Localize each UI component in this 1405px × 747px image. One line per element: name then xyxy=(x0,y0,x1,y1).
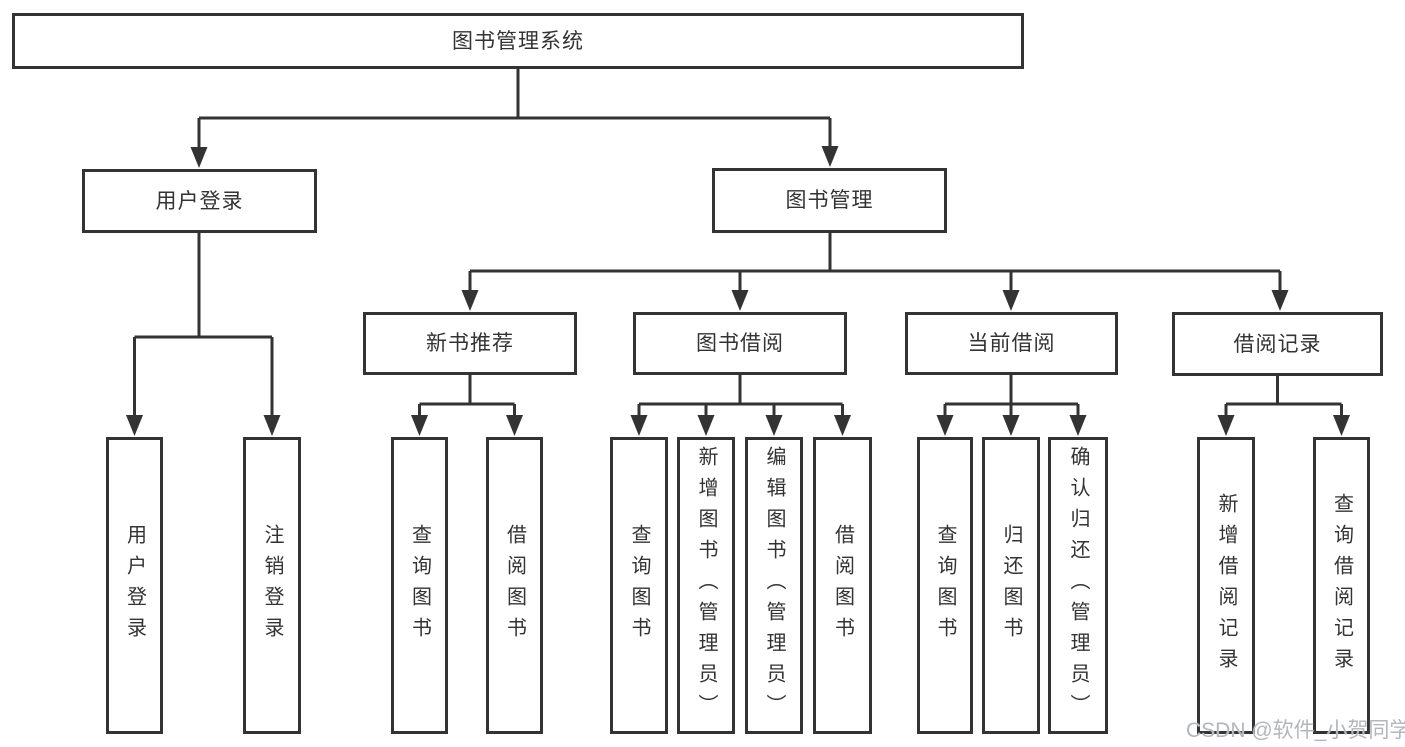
leaf-user-login: 用户登录 xyxy=(106,437,163,734)
node-new-book-recommendation: 新书推荐 xyxy=(363,312,577,375)
leaf-add-books-admin: 新增图书（管理员） xyxy=(677,437,735,734)
node-book-management-branch: 图书管理 xyxy=(712,168,947,233)
node-user-login-branch: 用户登录 xyxy=(82,169,317,233)
leaf-query-books-3: 查询图书 xyxy=(917,437,973,734)
leaf-add-borrow-record: 新增借阅记录 xyxy=(1197,437,1255,734)
node-current-borrowing: 当前借阅 xyxy=(905,312,1118,375)
csdn-watermark: CSDN @软件_小贺同学 xyxy=(1186,719,1405,742)
node-book-borrowing: 图书借阅 xyxy=(633,312,847,375)
leaf-query-books-1: 查询图书 xyxy=(391,437,448,734)
leaf-return-books: 归还图书 xyxy=(982,437,1040,734)
leaf-confirm-return-admin: 确认归还（管理员） xyxy=(1048,437,1108,734)
leaf-borrow-books-1: 借阅图书 xyxy=(486,437,543,734)
leaf-query-borrow-record: 查询借阅记录 xyxy=(1313,437,1370,734)
leaf-query-books-2: 查询图书 xyxy=(610,437,668,734)
leaf-logout: 注销登录 xyxy=(243,437,301,734)
leaf-borrow-books-2: 借阅图书 xyxy=(813,437,872,734)
arrowhead-icons xyxy=(126,146,1350,436)
node-library-system: 图书管理系统 xyxy=(12,13,1024,69)
node-borrow-records: 借阅记录 xyxy=(1172,312,1383,376)
leaf-edit-books-admin: 编辑图书（管理员） xyxy=(745,437,803,734)
